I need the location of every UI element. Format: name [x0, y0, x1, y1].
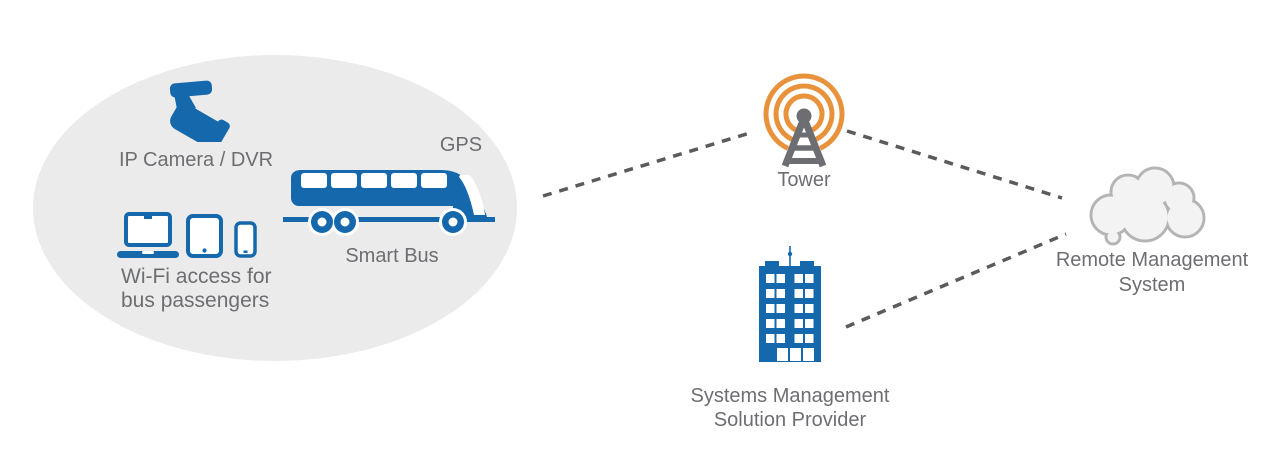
wifi-access-label-line2: bus passengers: [121, 288, 270, 312]
connection-bus-to-tower: [542, 130, 754, 198]
smart-bus-label: Smart Bus: [345, 245, 439, 267]
building-doors: [777, 348, 814, 361]
remote-management-label-line1: Remote Management: [1055, 249, 1249, 271]
cell-tower-icon: [763, 73, 845, 168]
laptop-icon: [117, 212, 179, 258]
smart-bus-group-ellipse: [33, 55, 517, 361]
office-building-icon: [759, 246, 821, 362]
wifi-access-label: Wi-Fi access for bus passengers: [121, 265, 311, 312]
bus-wheels: [308, 208, 467, 236]
cctv-camera-icon: [169, 80, 230, 142]
wifi-access-label-line1: Wi-Fi access for: [121, 265, 272, 288]
remote-management-label: Remote Management System: [1052, 248, 1252, 298]
provider-label: Systems Management Solution Provider: [690, 384, 890, 432]
connection-provider-to-cloud: [845, 232, 1067, 329]
cloud-icon: [1089, 166, 1206, 246]
smartphone-icon: [234, 221, 257, 258]
tower-label: Tower: [777, 169, 831, 191]
radio-waves: [763, 73, 845, 151]
gps-label: GPS: [439, 134, 483, 156]
connection-tower-to-cloud: [846, 129, 1063, 200]
remote-management-label-line2: System: [1118, 274, 1186, 296]
bus-icon: [283, 170, 495, 236]
provider-label-line1: Systems Management: [690, 385, 890, 407]
tablet-icon: [186, 214, 223, 258]
provider-label-line2: Solution Provider: [713, 409, 867, 431]
building-windows: [766, 274, 814, 343]
ip-camera-dvr-label: IP Camera / DVR: [118, 149, 274, 171]
